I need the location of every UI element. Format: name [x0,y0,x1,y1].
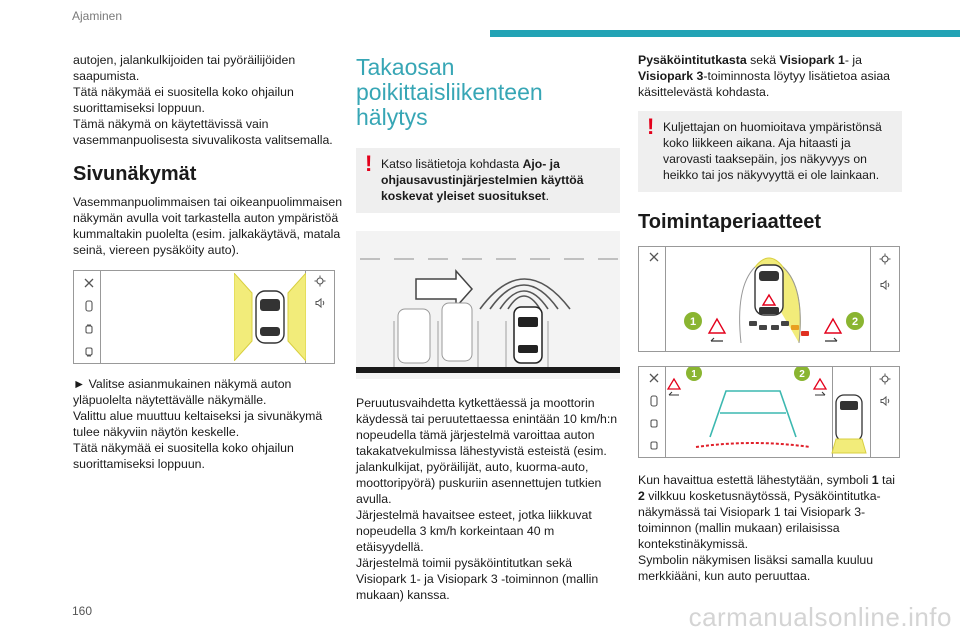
bold-number: 1 [871,473,879,487]
badge-2-label: 2 [799,369,805,380]
close-icon [649,252,659,262]
paragraph: Järjestelmä havaitsee esteet, jotka liik… [356,508,592,554]
warning-triangle-icon [761,293,777,306]
divider [665,367,666,457]
warning-triangle-icon [812,377,828,390]
ref-text: - ja [844,53,862,67]
close-icon [649,373,659,383]
badge-1-label: 1 [690,316,696,328]
right-icon-column [307,271,333,363]
right-arrow-icon [825,337,838,342]
front-view-icon [650,419,658,428]
ref-bold: Pysäköintitutkasta [638,53,747,67]
watermark: carmanualsonline.info [688,602,952,632]
note-text: Katso lisätietoja kohdasta Ajo- ja ohjau… [366,156,610,204]
divider [870,367,871,457]
left-icon-column [641,367,667,457]
parking-sensor-screen-figure: 1 2 [638,246,900,352]
note-text-end: . [545,189,550,203]
badge-1 [686,367,702,381]
ref-bold: Visiopark 3 [638,69,704,83]
car-top-view-highlighted [234,273,306,361]
sound-icon [880,395,890,407]
sound-icon [315,297,325,309]
ref-text: -toiminnosta löytyy lisätietoa asiaa käs… [638,69,890,99]
text: vilkkuu kosketusnäytössä, Pysäköintitutk… [638,489,881,551]
sound-icon [880,279,890,291]
paragraph: Vasemmanpuolimmaisen tai oikeanpuolimmai… [73,195,343,257]
badge-2 [794,367,810,381]
right-arrow-icon [815,391,826,396]
badge-1 [684,312,702,330]
ref-text: sekä [746,53,780,67]
text: tai [878,473,896,487]
warning-exclamation-icon: ! [647,114,655,139]
car-with-sensors-graphic: 1 2 [684,257,864,344]
left-icon-column [76,271,102,363]
paragraph: Tätä näkymää ei suositella koko ohjailun… [73,441,294,471]
warning-triangle-icon [666,377,682,390]
heading-side-views: Sivunäkymät [73,163,197,185]
warning-text: Kuljettajan on huomioitava ympäristönsä … [663,120,882,182]
page-number: 160 [72,604,93,618]
paragraph: Tätä näkymää ei suositella koko ohjailun… [73,85,294,115]
top-view-icon [85,299,93,312]
paragraph: Järjestelmä toimii pysäköintitutkan sekä… [356,556,599,602]
ref-bold: Visiopark 1 [779,53,845,67]
heading-rear-cross-traffic: Takaosan poikittaisliikenteen hälytys [356,54,543,130]
settings-icon [879,373,891,385]
top-view-icon [650,395,658,407]
instruction-step: ► Valitse asianmukainen näkymä auton ylä… [73,377,292,407]
divider [870,247,871,351]
header-accent-bar [490,30,960,37]
rear-view-icon [650,441,658,450]
info-note: ! Katso lisätietoja kohdasta Ajo- ja ohj… [356,148,620,213]
badge-1-label: 1 [691,369,697,380]
text: Kun havaittua estettä lähestytään, symbo… [638,473,872,487]
side-view-screen-figure [73,270,335,364]
cross-traffic-illustration [356,231,620,379]
rear-camera-screen-figure: 1 2 [638,366,900,458]
paragraph: Symbolin näkymisen lisäksi samalla kuulu… [638,553,874,583]
warning-note: ! Kuljettajan on huomioitava ympäristöns… [638,111,902,192]
warning-triangle-icon [823,317,843,334]
badge-2-label: 2 [852,316,858,328]
settings-icon [314,275,326,287]
section-title: Ajaminen [72,9,123,23]
paragraph: Valittu alue muuttuu keltaiseksi ja sivu… [73,409,323,439]
column-left: autojen, jalankulkijoiden tai pyöräilijö… [73,52,343,472]
heading-operating-principles: Toimintaperiaatteet [638,211,821,233]
rear-camera-guidelines-graphic: 1 2 [666,367,867,457]
paragraph: autojen, jalankulkijoiden tai pyöräilijö… [73,53,296,83]
bold-number: 2 [638,489,645,503]
close-icon [84,278,94,287]
right-icon-column [872,367,898,457]
badge-2 [846,312,864,330]
parking-scene-graphic [356,258,620,373]
note-text-plain: Katso lisätietoja kohdasta [381,157,523,171]
note-text-bold: Ajo- ja ohjausavustinjärjestelmien käytt… [381,157,584,203]
rear-view-icon [85,346,93,356]
front-view-icon [85,324,93,334]
left-arrow-icon [710,337,723,342]
paragraph: Tämä näkymä on käytettävissä vain vasemm… [73,117,333,147]
left-arrow-icon [668,391,679,396]
arrow-icon [415,269,474,309]
column-middle: Takaosan poikittaisliikenteen hälytys ! … [356,52,620,603]
column-right: Pysäköintitutkasta sekä Visiopark 1- ja … [638,52,902,584]
warning-exclamation-icon: ! [365,151,373,176]
paragraph: Peruutusvaihdetta kytkettäessä ja mootto… [356,396,618,506]
paragraph: Kun havaittua estettä lähestytään, symbo… [638,472,902,552]
divider [665,247,666,351]
left-icon-column [641,247,667,351]
right-icon-column [872,247,898,351]
warning-triangle-icon [707,317,727,334]
reference-paragraph: Pysäköintitutkasta sekä Visiopark 1- ja … [638,52,902,100]
divider [100,271,101,363]
settings-icon [879,253,891,265]
